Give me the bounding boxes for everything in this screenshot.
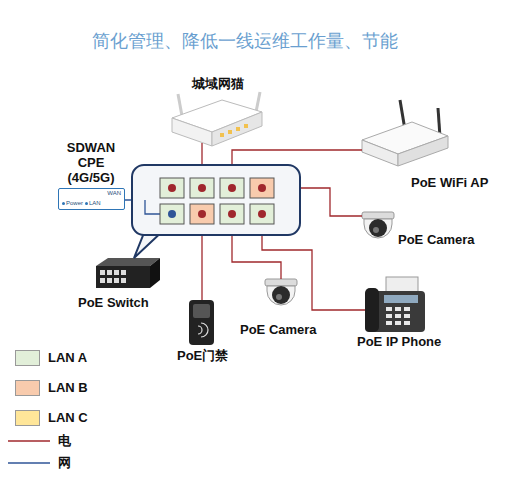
device-label-node: PoE IP Phone	[357, 334, 441, 349]
led-dot	[85, 202, 88, 205]
legend-text: 电	[58, 433, 71, 449]
port-label: Power	[66, 200, 83, 206]
legend-swatch	[15, 410, 40, 426]
device-label-node: PoE Camera	[240, 322, 317, 337]
legend-text: LAN A	[48, 350, 87, 366]
device-label: PoE Camera	[240, 322, 317, 337]
legend-line-sample	[8, 440, 50, 441]
cpe-device: Power LAN WAN	[58, 188, 125, 210]
phone-display	[384, 295, 418, 303]
legend-swatch	[15, 350, 40, 366]
modem-antenna	[178, 94, 182, 116]
port-label: LAN	[89, 200, 101, 206]
door-access-icon	[189, 300, 214, 345]
device-label-node: 城域网猫	[192, 76, 244, 91]
device-label: PoE IP Phone	[357, 334, 441, 349]
port-panel	[132, 165, 300, 235]
network-wire	[145, 200, 160, 214]
device-label-node: PoE WiFi AP	[411, 175, 488, 190]
device-label: PoE Switch	[78, 295, 149, 310]
camera-icon	[265, 279, 297, 305]
legend-text: LAN B	[48, 380, 88, 396]
device-label-node: PoE门禁	[177, 348, 228, 363]
modem-ports	[220, 124, 248, 137]
led-row: Power LAN	[60, 200, 101, 207]
legend-line-sample	[8, 462, 50, 463]
camera-icon	[362, 212, 394, 238]
ports	[160, 178, 274, 224]
modem-icon	[172, 118, 212, 146]
ap-icon	[362, 140, 398, 166]
modem-antenna	[256, 92, 260, 112]
legend-text: LAN C	[48, 410, 88, 426]
phone-icon	[386, 277, 418, 293]
door-access-icon	[193, 304, 210, 318]
diagram-title: 简化管理、降低一线运维工作量、节能	[40, 30, 450, 52]
port-label: WAN	[107, 190, 121, 197]
ap-icon	[398, 136, 448, 166]
switch-icon	[96, 266, 150, 288]
device-label: PoE Camera	[398, 232, 475, 247]
legend-text: 网	[58, 455, 71, 471]
led-dot	[62, 202, 65, 205]
device-node: SDWAN CPE (4G/5G) Power LAN WAN	[58, 140, 124, 210]
device-label-node: PoE Switch	[78, 295, 149, 310]
port-dots	[168, 184, 266, 218]
device-label-node: PoE Camera	[398, 232, 475, 247]
device-label: PoE WiFi AP	[411, 175, 488, 190]
phone-keypad	[386, 307, 410, 325]
device-label: PoE门禁	[177, 348, 228, 363]
device-heading: SDWAN CPE (4G/5G)	[58, 140, 124, 185]
legend-swatch	[15, 380, 40, 396]
switch-ports	[100, 270, 126, 283]
phone-handset	[365, 288, 379, 332]
device-label: 城域网猫	[192, 76, 244, 91]
modem-icon	[212, 112, 262, 146]
switch-icon	[150, 258, 160, 288]
door-access-icon	[198, 323, 208, 337]
switch-icon	[96, 258, 160, 266]
